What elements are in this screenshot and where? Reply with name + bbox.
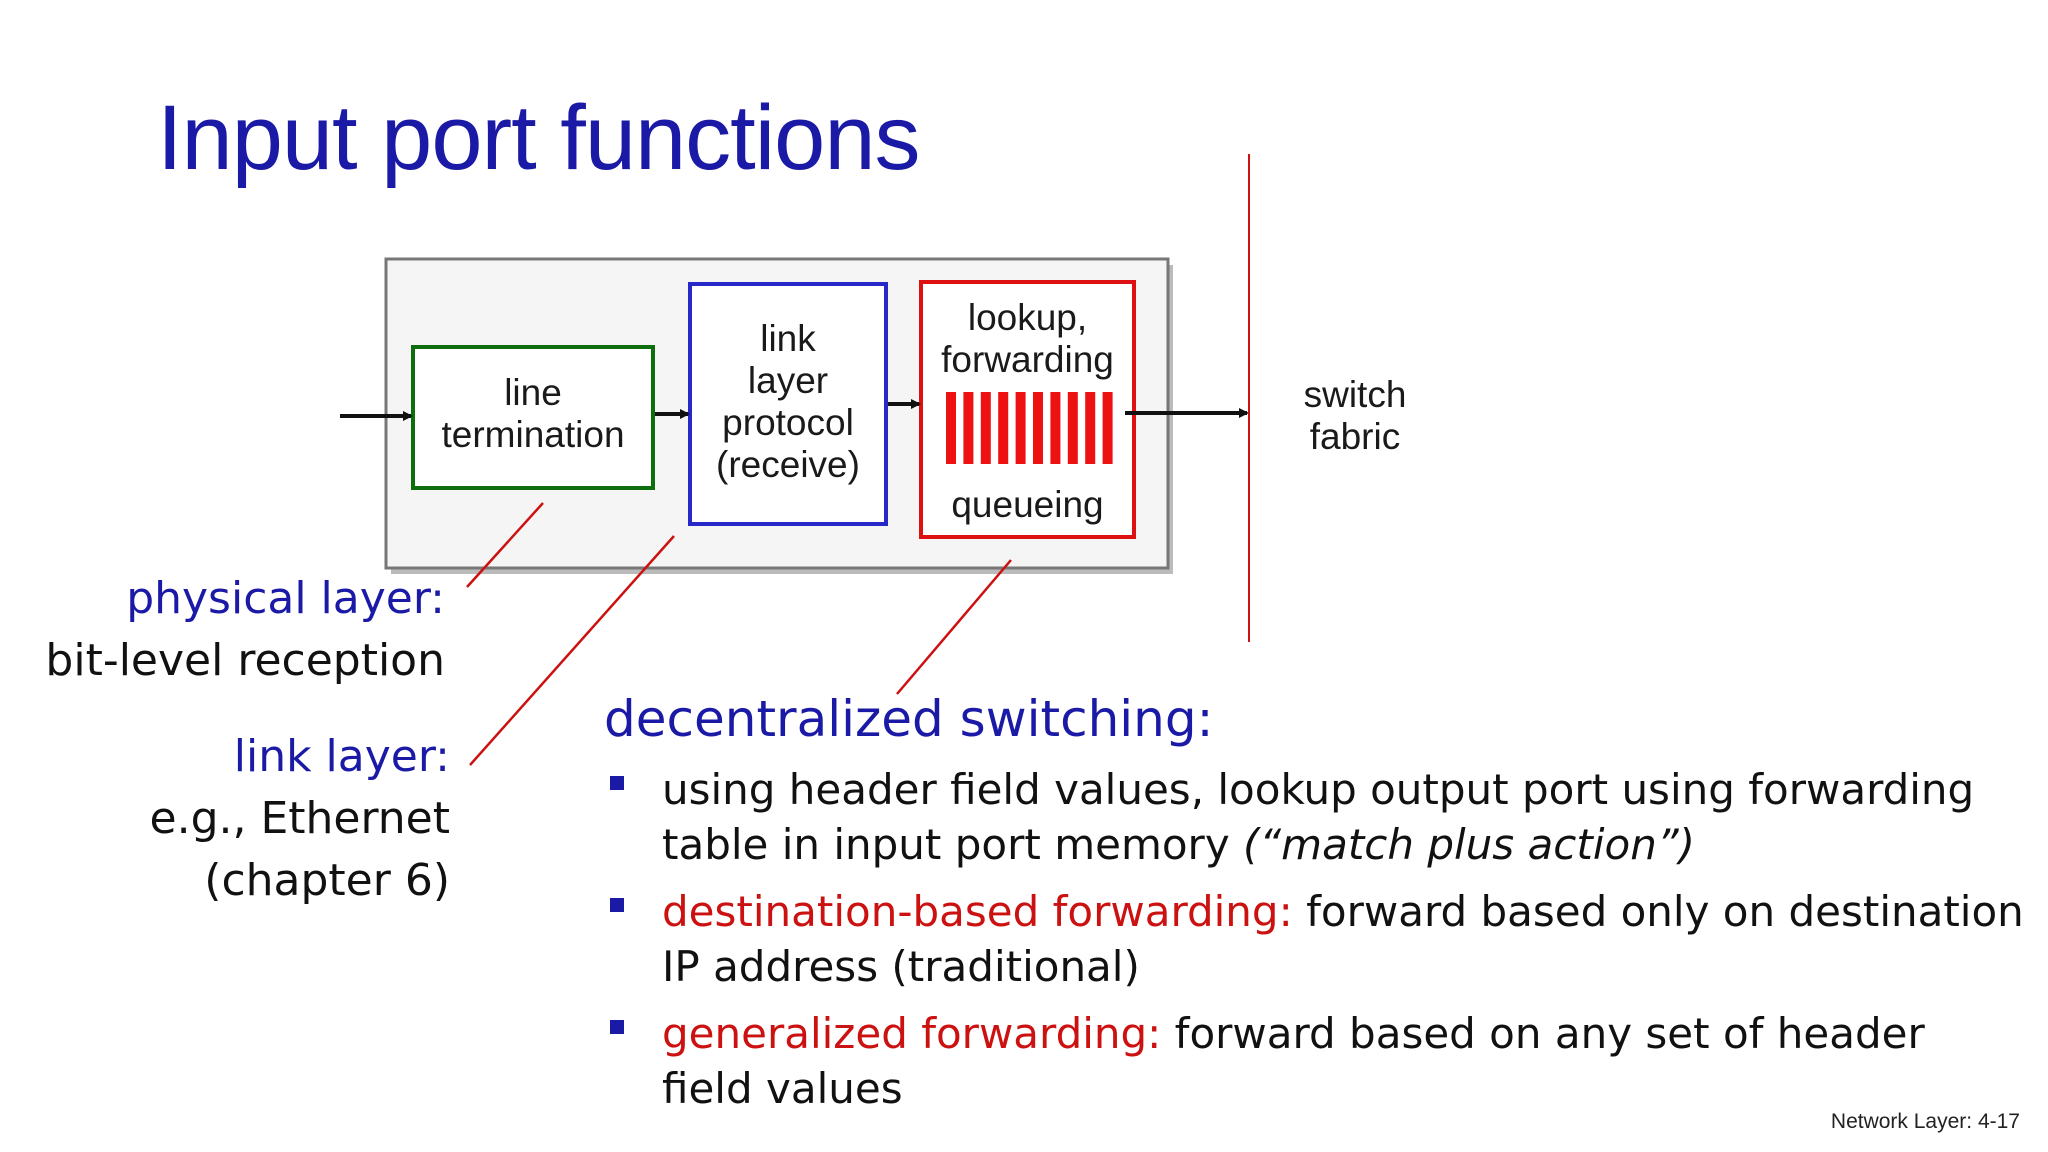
queue-bar [1050, 392, 1061, 464]
bullet-square-icon [610, 776, 624, 790]
queue-bar [1102, 392, 1113, 464]
decentralized-bullet-list: using header field values, lookup output… [604, 762, 2024, 1128]
switch-fabric-label: switch fabric [1303, 374, 1407, 457]
link-layer-protocol-box [688, 282, 888, 526]
link-layer-callout-line [469, 535, 675, 766]
queue-bar [998, 392, 1009, 464]
physical-layer-label: physical layer: bit-level reception [45, 568, 445, 692]
line-termination-label: line termination [441, 372, 625, 455]
link-layer-example: e.g., Ethernet [149, 793, 450, 844]
queue-bar [1067, 392, 1078, 464]
queue-bar [1033, 392, 1043, 464]
physical-layer-heading: physical layer: [126, 573, 445, 624]
bullet-generalized-forwarding: generalized forwarding: forward based on… [604, 1006, 2024, 1116]
queue-bar [1085, 392, 1096, 464]
physical-layer-callout-line [466, 502, 544, 588]
slide-footer: Network Layer: 4-17 [1830, 1110, 2020, 1133]
bullet-square-icon [610, 1020, 624, 1034]
link-layer-label: link layer: e.g., Ethernet (chapter 6) [150, 726, 450, 912]
queue-bar [946, 392, 956, 464]
bullet-match-plus-action: using header field values, lookup output… [604, 762, 2024, 872]
bullet-destination-based-forwarding: destination-based forwarding: forward ba… [604, 884, 2024, 994]
queue-bars [946, 392, 1113, 464]
link-layer-protocol-label: link layer protocol (receive) [716, 318, 860, 485]
queueing-label: queueing [951, 484, 1104, 525]
decentralized-switching-heading: decentralized switching: [604, 690, 1214, 748]
link-layer-chapter: (chapter 6) [204, 855, 450, 906]
queue-bar [963, 392, 974, 464]
lookup-callout-line [896, 559, 1012, 695]
slide-title: Input port functions [157, 87, 920, 189]
link-layer-heading: link layer: [233, 731, 450, 782]
line-termination-box [411, 345, 655, 490]
bullet-square-icon [610, 898, 624, 912]
queue-bar [1015, 392, 1026, 464]
lookup-forwarding-box [919, 280, 1136, 539]
lookup-forwarding-label: lookup, forwarding [941, 297, 1114, 380]
physical-layer-text: bit-level reception [45, 635, 445, 686]
queue-bar [980, 392, 991, 464]
